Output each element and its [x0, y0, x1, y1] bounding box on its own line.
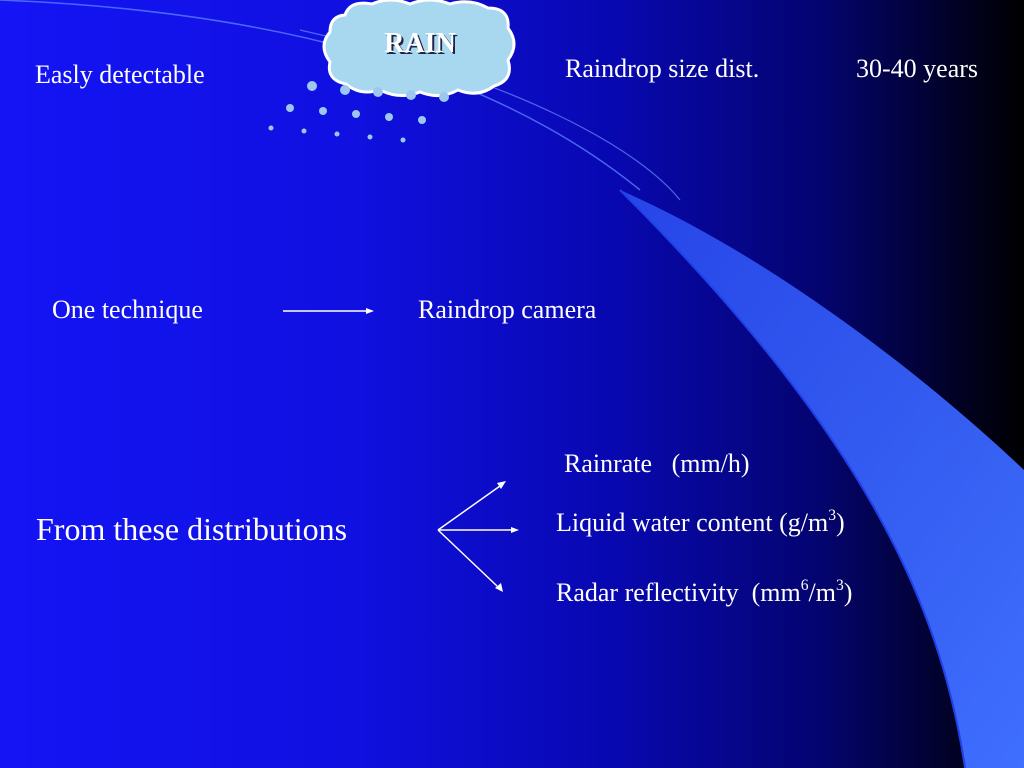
easy-detectable-text: Easly detectable	[35, 60, 205, 89]
radar-prefix: Radar reflectivity (mm	[556, 578, 801, 607]
radar-reflectivity-text: Radar reflectivity (mm6/m3)	[556, 576, 853, 607]
fork-arrows-icon	[437, 481, 519, 592]
liquid-water-content-text: Liquid water content (g/m3)	[556, 506, 845, 537]
rain-cloud-icon	[322, 0, 516, 97]
swoosh-band	[620, 190, 1024, 768]
raindrop-camera-text: Raindrop camera	[418, 295, 597, 324]
lwc-prefix: Liquid water content (g/m	[556, 508, 829, 537]
radar-exponent-2: 3	[836, 576, 844, 594]
from-distributions-text: From these distributions	[36, 511, 348, 547]
rainrate-text: Rainrate (mm/h)	[564, 451, 750, 477]
rainrate-label: Rainrate	[564, 449, 653, 478]
lwc-exponent: 3	[828, 506, 836, 524]
one-technique-text: One technique	[52, 295, 203, 324]
arc-line-outer	[0, 0, 641, 191]
cloud-label: RAIN	[384, 28, 456, 59]
swoosh-edge	[619, 189, 966, 768]
years-text: 30-40 years	[856, 54, 979, 83]
raindrop-size-dist-text: Raindrop size dist.	[565, 54, 760, 83]
arrow-right-icon	[283, 308, 374, 314]
lwc-suffix: )	[836, 508, 845, 537]
radar-exponent-1: 6	[800, 576, 809, 594]
radar-mid: /m	[808, 578, 836, 607]
radar-suffix: )	[843, 578, 853, 607]
rainrate-unit: (mm/h)	[671, 449, 750, 478]
rain-drops-icon	[268, 81, 449, 143]
